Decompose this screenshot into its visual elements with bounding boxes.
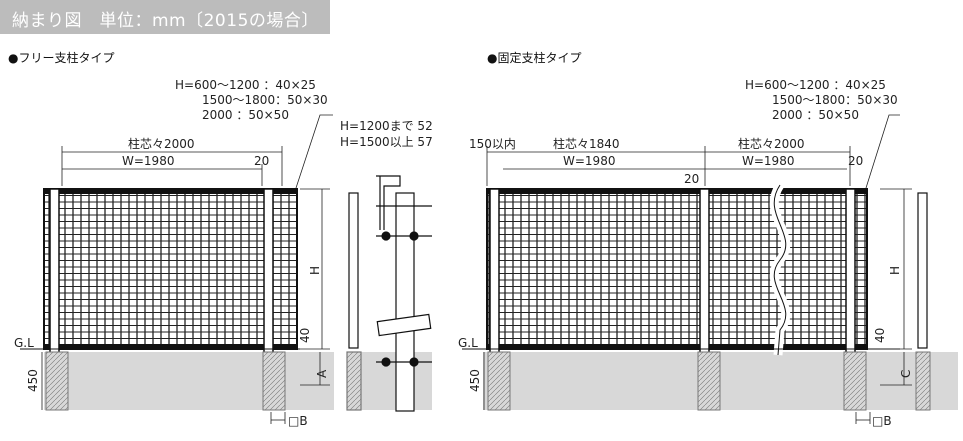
- left-gl-label: G.L: [14, 336, 34, 350]
- right-pitch1-label: 柱芯々1840: [553, 136, 620, 151]
- right-spec-3: 2000 ：50×50: [772, 108, 859, 122]
- left-mesh-panel: [43, 188, 298, 350]
- ground-left: [44, 352, 334, 410]
- right-450-label: 450: [468, 369, 482, 392]
- side-bracket-top: [376, 175, 401, 230]
- left-pitch-label: 柱芯々2000: [128, 136, 195, 151]
- left-40-label: 40: [298, 328, 312, 343]
- right-mesh-panel: [486, 188, 868, 350]
- right-dimensions: [483, 114, 912, 424]
- right-pitch2-label: 柱芯々2000: [738, 136, 805, 151]
- left-450-label: 450: [26, 369, 40, 392]
- left-h-label: H: [308, 266, 322, 275]
- left-b-label: □B: [288, 414, 308, 428]
- left-footing-1: [45, 351, 69, 411]
- right-gap1-label: 20: [684, 172, 699, 186]
- right-b-label: □B: [872, 414, 892, 428]
- left-dimensions: [41, 114, 333, 424]
- right-footing-1: [487, 351, 511, 411]
- left-width-label: W=1980: [122, 154, 174, 168]
- title-bar: 納まり図 単位：mm〔2015の場合〕: [0, 0, 330, 34]
- middle-side-view: [346, 175, 432, 412]
- right-c-label: C: [899, 370, 913, 378]
- right-fence: [462, 182, 931, 411]
- middle-note-1: H=1200まで 52: [340, 119, 433, 133]
- right-heading: ●固定支柱タイプ: [487, 51, 582, 65]
- middle-note-2: H=1500以上 57: [340, 135, 433, 149]
- left-fence: [20, 188, 300, 411]
- page-title: 納まり図 単位：mm〔2015の場合〕: [12, 11, 319, 31]
- right-gl-label: G.L: [458, 336, 478, 350]
- side-post-left: [348, 192, 359, 349]
- right-footing-2: [697, 351, 721, 411]
- left-footing-2: [262, 351, 286, 411]
- side-post-left-footing: [346, 351, 362, 411]
- left-heading: ●フリー支柱タイプ: [8, 51, 115, 65]
- right-width2-label: W=1980: [742, 154, 794, 168]
- side-clamp: [376, 313, 432, 337]
- right-footing-3: [843, 351, 867, 411]
- right-spec-2: 1500～1800：50×30: [772, 93, 898, 107]
- right-40-label: 40: [873, 328, 887, 343]
- left-gap-label: 20: [254, 154, 269, 168]
- right-offset-label: 150以内: [469, 137, 516, 151]
- right-side-post: [917, 192, 928, 349]
- right-width1-label: W=1980: [563, 154, 615, 168]
- left-a-label: A: [315, 369, 329, 378]
- side-post-main: [395, 192, 415, 412]
- left-spec-1: H=600～1200 ：40×25: [175, 78, 316, 92]
- left-spec-2: 1500～1800：50×30: [202, 93, 328, 107]
- right-spec-1: H=600～1200 ：40×25: [745, 78, 886, 92]
- right-gap2-label: 20: [848, 154, 863, 168]
- right-h-label: H: [888, 266, 902, 275]
- left-spec-3: 2000 ：50×50: [202, 108, 289, 122]
